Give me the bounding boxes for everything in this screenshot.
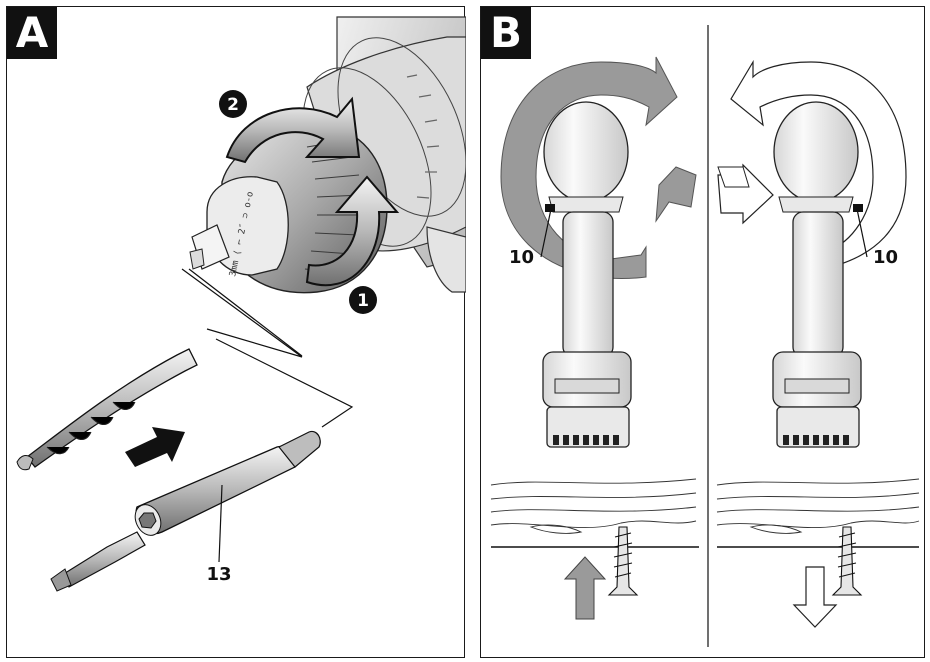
step-2-marker: 2 — [219, 90, 247, 118]
screwdriver-bit — [50, 531, 146, 592]
drill-bit — [16, 348, 198, 471]
panel-a-illustration: 3mm ⟨ ⌐ 2″ ⊃ o-o 2 1 — [16, 16, 466, 592]
leader-lines — [181, 268, 354, 428]
panel-a: A — [6, 6, 466, 658]
step-1-marker: 1 — [349, 286, 377, 314]
panel-b-illustration: 10 10 — [490, 25, 920, 647]
panel-a-tag: A — [7, 7, 57, 59]
leader-right — [856, 208, 868, 258]
svg-text:1: 1 — [357, 291, 369, 311]
arrow-up-screw-in — [563, 556, 607, 620]
wood-left — [490, 478, 697, 534]
svg-text:2: 2 — [227, 95, 239, 115]
bit-holder — [134, 430, 321, 563]
rotation-arrow-1 — [305, 175, 400, 287]
part-label-13: 13 — [206, 564, 231, 585]
arrow-down-screw-out — [792, 566, 838, 628]
leader-left — [540, 208, 552, 258]
wood-right — [716, 478, 920, 534]
panel-b-tag: B — [481, 7, 531, 59]
panel-b: B — [480, 6, 925, 658]
screw-left — [607, 526, 639, 596]
switch-label-right: 10 — [873, 247, 898, 268]
switch-label-left: 10 — [509, 247, 534, 268]
reverse-rotation-arrow — [717, 59, 907, 270]
screw-right — [831, 526, 863, 596]
drill-left — [542, 101, 632, 448]
drill-right — [772, 101, 863, 448]
insert-arrow — [125, 427, 185, 467]
rotation-arrow-2 — [225, 96, 361, 164]
